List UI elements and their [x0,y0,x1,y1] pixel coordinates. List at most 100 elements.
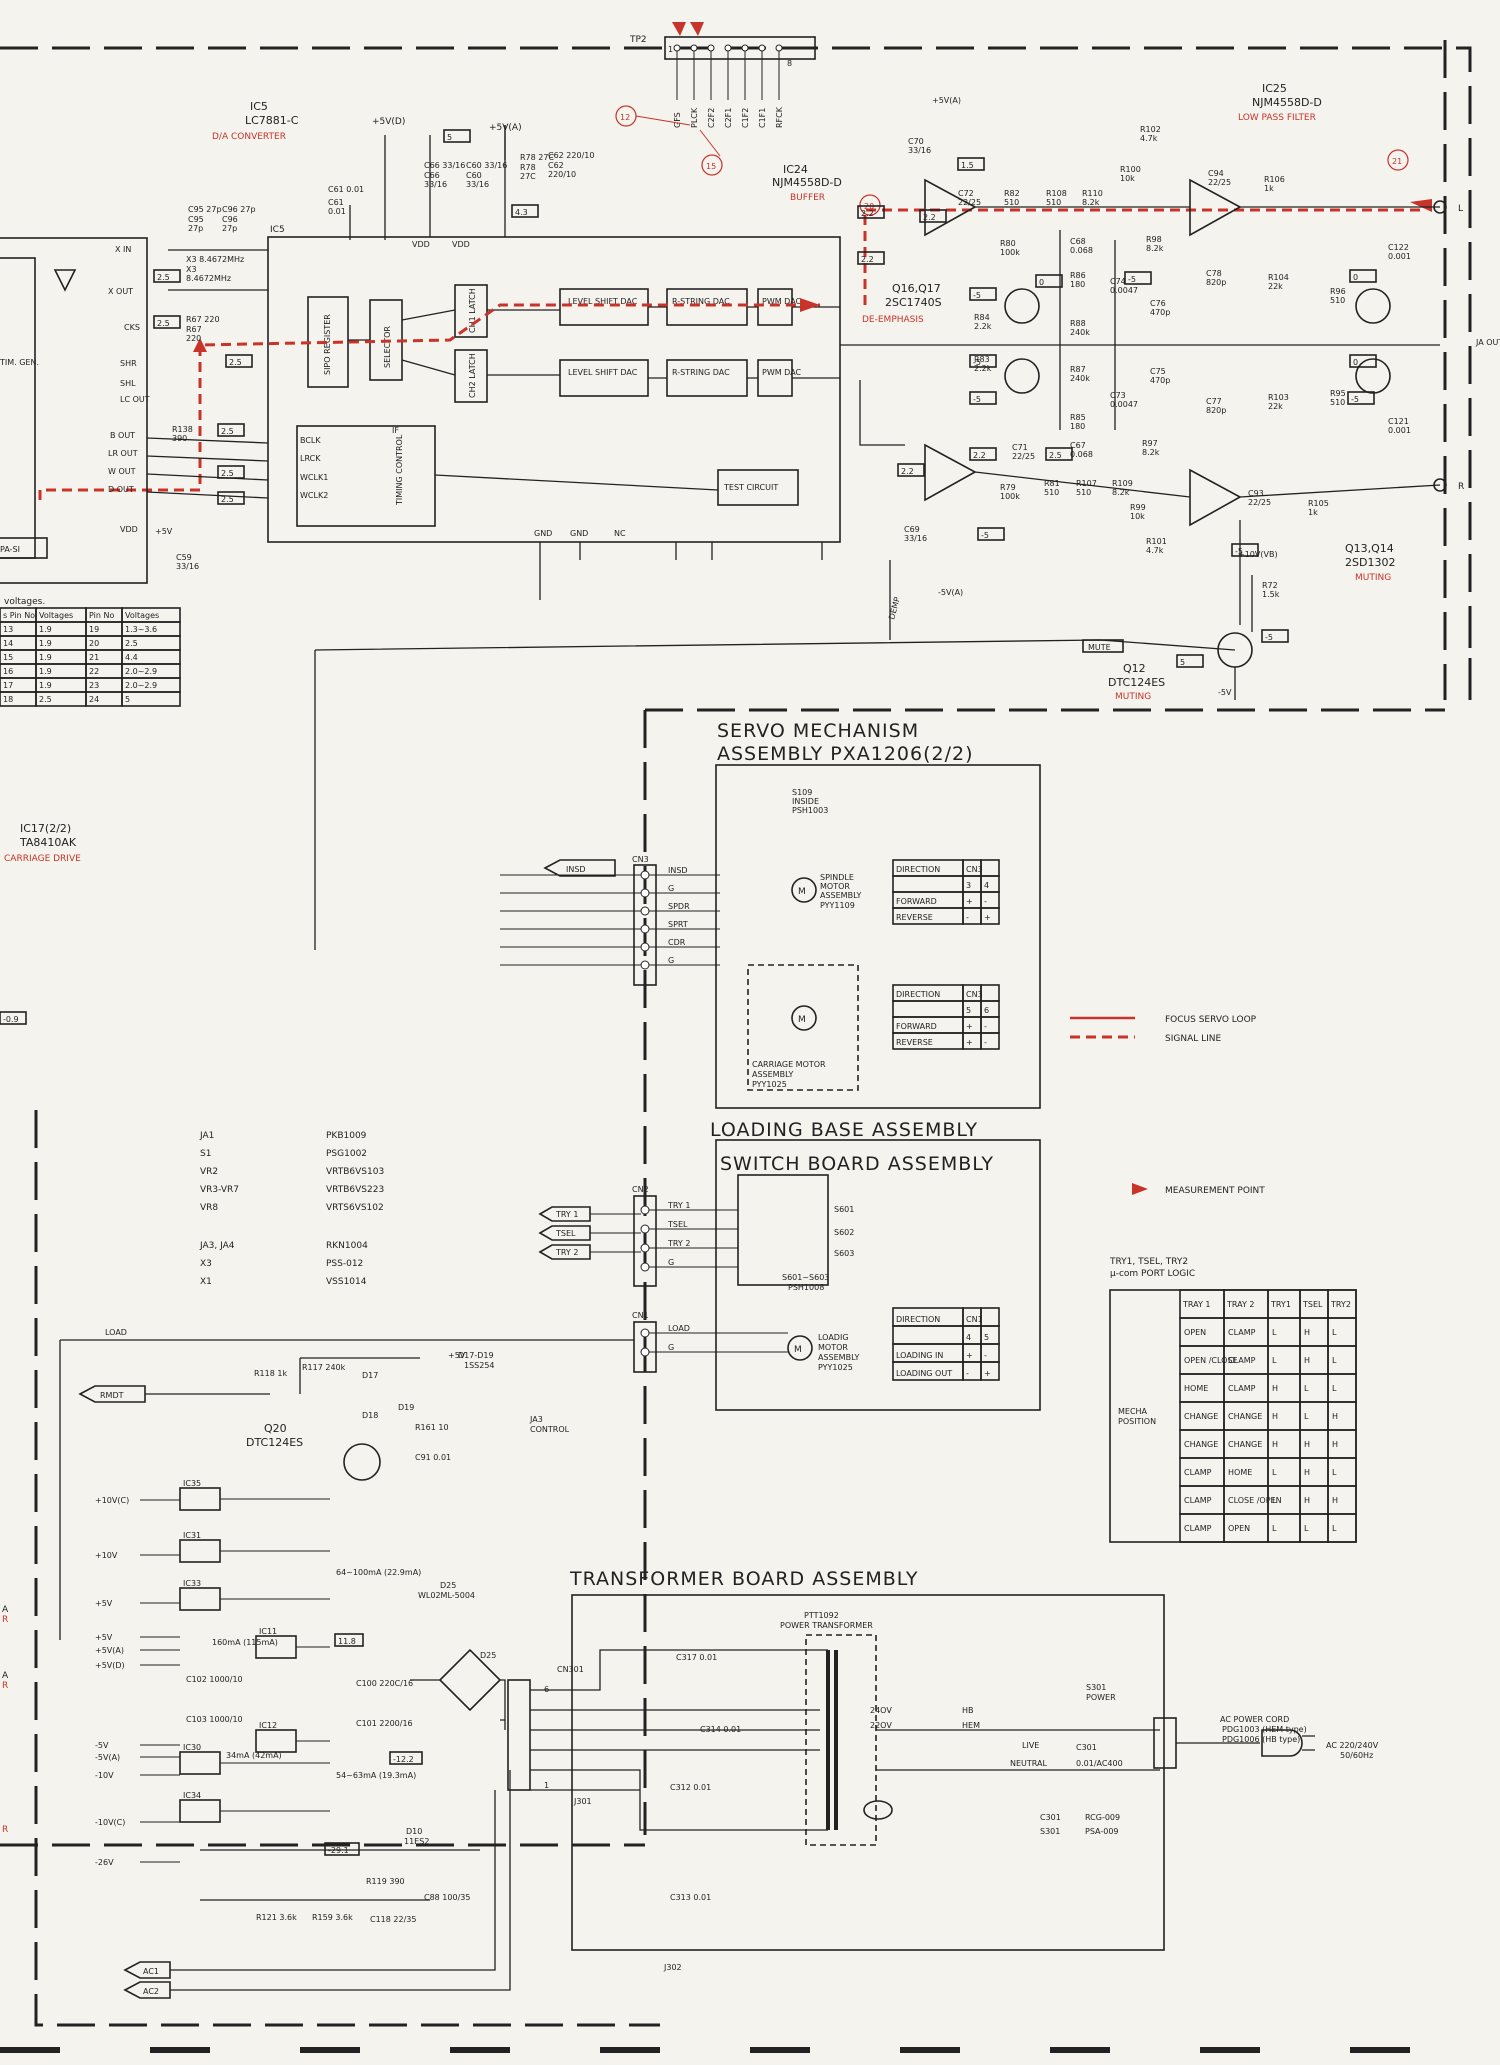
component-value: 0.068 [1070,246,1093,255]
port-table-value: HOME [1228,1468,1252,1477]
regulator-ic [179,1587,221,1611]
component-ref: R108 [1046,189,1067,198]
trafo-part-ref: C301 [1040,1813,1061,1822]
cn1-pin [640,1328,650,1338]
voltage-box [225,354,253,368]
port-table-header-label: TRAY 1 [1182,1300,1211,1309]
voltage-box [1035,274,1063,288]
svg-text:AC2: AC2 [143,1987,159,1996]
voltage-box [1261,629,1289,643]
component-value: 510 [1330,296,1345,305]
tp2-pin [707,44,715,52]
voltage-table-title: voltages. [4,597,45,607]
svg-text:Q20: Q20 [264,1422,287,1435]
regulator-ic-name: IC34 [183,1791,201,1800]
svg-text:SHR: SHR [120,359,137,368]
dir-table-spindle-text: + [966,897,973,906]
dir-table-spindle-cell [892,875,964,893]
loading-motor-icon [787,1335,813,1361]
component-value: 10k [1130,512,1145,521]
power-rail-label: -26V [95,1858,114,1867]
component-ref: R100 [1120,165,1141,174]
svg-text:R119 390: R119 390 [366,1877,405,1886]
svg-text:R78 27C: R78 27C [520,153,554,162]
svg-text:C100 220C/16: C100 220C/16 [356,1679,413,1688]
component-ref: C122 [1388,243,1409,252]
parts-list-ref: VR8 [200,1203,218,1213]
component-ref: C70 [908,137,924,146]
component-value: 0.001 [1388,426,1411,435]
svg-text:ASSEMBLY: ASSEMBLY [752,1070,793,1079]
voltage-box-value: 5 [1180,658,1185,667]
dir-table-carriage-text: DIRECTION [896,990,940,999]
component-ref: R109 [1112,479,1133,488]
svg-text:64~100mA (22.9mA): 64~100mA (22.9mA) [336,1568,421,1577]
port-table-value: CHANGE [1228,1440,1262,1449]
svg-text:D18: D18 [362,1411,378,1420]
ic5-ls-dac-1 [559,288,649,326]
svg-text:AC POWER CORD: AC POWER CORD [1220,1715,1289,1724]
marker-15: 15 [706,162,716,171]
transformer-box [571,1594,1165,1951]
voltage-box [1349,269,1377,283]
svg-text:LOAD: LOAD [105,1328,127,1337]
svg-text:A: A [2,1605,9,1615]
port-table-value: L [1272,1356,1277,1365]
svg-text:CARRIAGE MOTOR: CARRIAGE MOTOR [752,1060,826,1069]
dir-table-carriage-text: 6 [984,1006,989,1015]
port-table-value: L [1332,1328,1337,1337]
svg-text:S601~S603: S601~S603 [782,1273,829,1282]
svg-text:ASSEMBLY: ASSEMBLY [820,891,861,900]
tp2-pin [724,44,732,52]
svg-text:AC 220/240V: AC 220/240V [1326,1741,1379,1750]
svg-text:PWM DAC: PWM DAC [762,368,802,377]
component-value: 100k [1000,248,1020,257]
voltage-table-text: 13 [3,625,13,634]
svg-text:GND: GND [534,529,552,538]
svg-text:50/60Hz: 50/60Hz [1340,1751,1373,1760]
marker-21: 21 [1392,157,1402,166]
cn2-pin-label: TSEL [667,1220,688,1229]
dir-table-loading-cell [980,1361,1000,1381]
tp2-pin1: 1 [668,45,673,54]
port-table-value: CLAMP [1228,1356,1256,1365]
ic25-1-opamp [1189,178,1242,237]
svg-text:R-STRING DAC: R-STRING DAC [672,297,730,306]
port-table-cell [1327,1513,1357,1543]
cn1-pin-label: LOAD [668,1324,690,1333]
svg-text:TEST CIRCUIT: TEST CIRCUIT [723,483,778,492]
component-value: 4.7k [1140,134,1158,143]
svg-text:D10: D10 [406,1827,422,1836]
regulator-ic [255,1729,297,1753]
svg-text:M: M [798,887,806,897]
voltage-box [1176,654,1204,668]
power-rail-label: +5V(A) [95,1646,124,1655]
regulator-ic [179,1487,221,1511]
q17 [1004,288,1040,324]
svg-text:34mA (42mA): 34mA (42mA) [226,1751,282,1760]
q13 [1355,358,1391,394]
parts-list-ref: VR3-VR7 [200,1185,239,1195]
port-table-value: H [1332,1412,1338,1421]
component-ref: C96 [222,215,238,224]
voltage-table-text: 14 [3,639,13,648]
svg-text:+5V: +5V [155,527,173,536]
voltage-box [857,205,885,219]
regulator-ic-name: IC12 [259,1721,277,1730]
svg-text:B OUT: B OUT [110,431,135,440]
tp2-label: TP2 [629,35,647,45]
component-value: 0.01 [328,207,346,216]
component-ref: C68 [1070,237,1086,246]
parts-list-ref: X3 [200,1259,212,1269]
dir-table-loading-text: 4 [966,1333,971,1342]
cn301-connector [507,1679,531,1791]
tp2-pin [673,44,681,52]
component-value: 8.4672MHz [186,274,231,283]
tp2-pin-label: GFS [673,112,682,128]
voltage-box [511,204,539,218]
svg-text:M: M [794,1345,802,1355]
voltage-box [217,465,245,479]
tp2-marker-arrow-2 [690,22,704,36]
ic5-body [267,236,841,543]
